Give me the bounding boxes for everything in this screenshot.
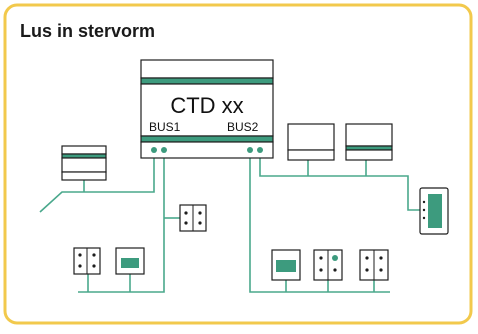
display-left	[115, 247, 145, 275]
din-module-right-1	[287, 123, 335, 161]
controller-label: CTD xx	[170, 93, 243, 118]
bus1-line-to-bottom-left	[78, 156, 165, 293]
diagram-title: Lus in stervorm	[20, 21, 156, 41]
bus2-terminal-1	[247, 147, 253, 153]
switch-right-2	[359, 249, 389, 281]
switch-right-1	[313, 249, 343, 281]
bus1-terminal-2	[161, 147, 167, 153]
controller-ctd: CTD xx BUS1 BUS2	[140, 59, 274, 159]
bus1-label: BUS1	[149, 120, 181, 134]
bus2-line-to-right	[259, 156, 420, 211]
din-module-right-2	[345, 123, 393, 161]
keypad-center	[179, 204, 207, 232]
bus2-line-to-bottom-right	[249, 156, 390, 293]
bus2-terminal-2	[257, 147, 263, 153]
switch-left-1	[73, 247, 101, 275]
bus-lines	[39, 156, 420, 293]
diagram-frame	[3, 3, 473, 325]
display-right	[271, 249, 301, 281]
bus1-line-to-left-device	[39, 156, 155, 213]
touch-panel-right	[419, 187, 449, 235]
din-module-left	[61, 145, 107, 181]
bus2-label: BUS2	[227, 120, 259, 134]
bus1-terminal-1	[151, 147, 157, 153]
